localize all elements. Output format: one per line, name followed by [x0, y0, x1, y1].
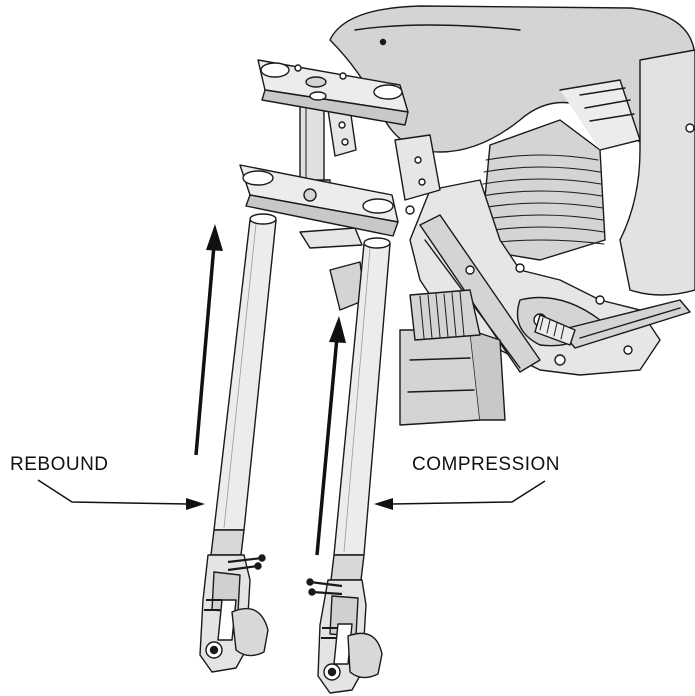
- left-fork-tube: [214, 220, 276, 530]
- rebound-leader-line: [38, 480, 188, 504]
- rebound-label: REBOUND: [10, 454, 109, 476]
- rebound-leader-arrowhead: [186, 498, 205, 510]
- compression-leader-line: [392, 481, 545, 504]
- triple-clamp-assembly: [240, 60, 408, 236]
- oil-cooler: [410, 290, 480, 340]
- compression-label: COMPRESSION: [412, 454, 560, 476]
- compression-leader-arrowhead: [374, 498, 393, 510]
- rebound-motion-arrow: [196, 224, 223, 455]
